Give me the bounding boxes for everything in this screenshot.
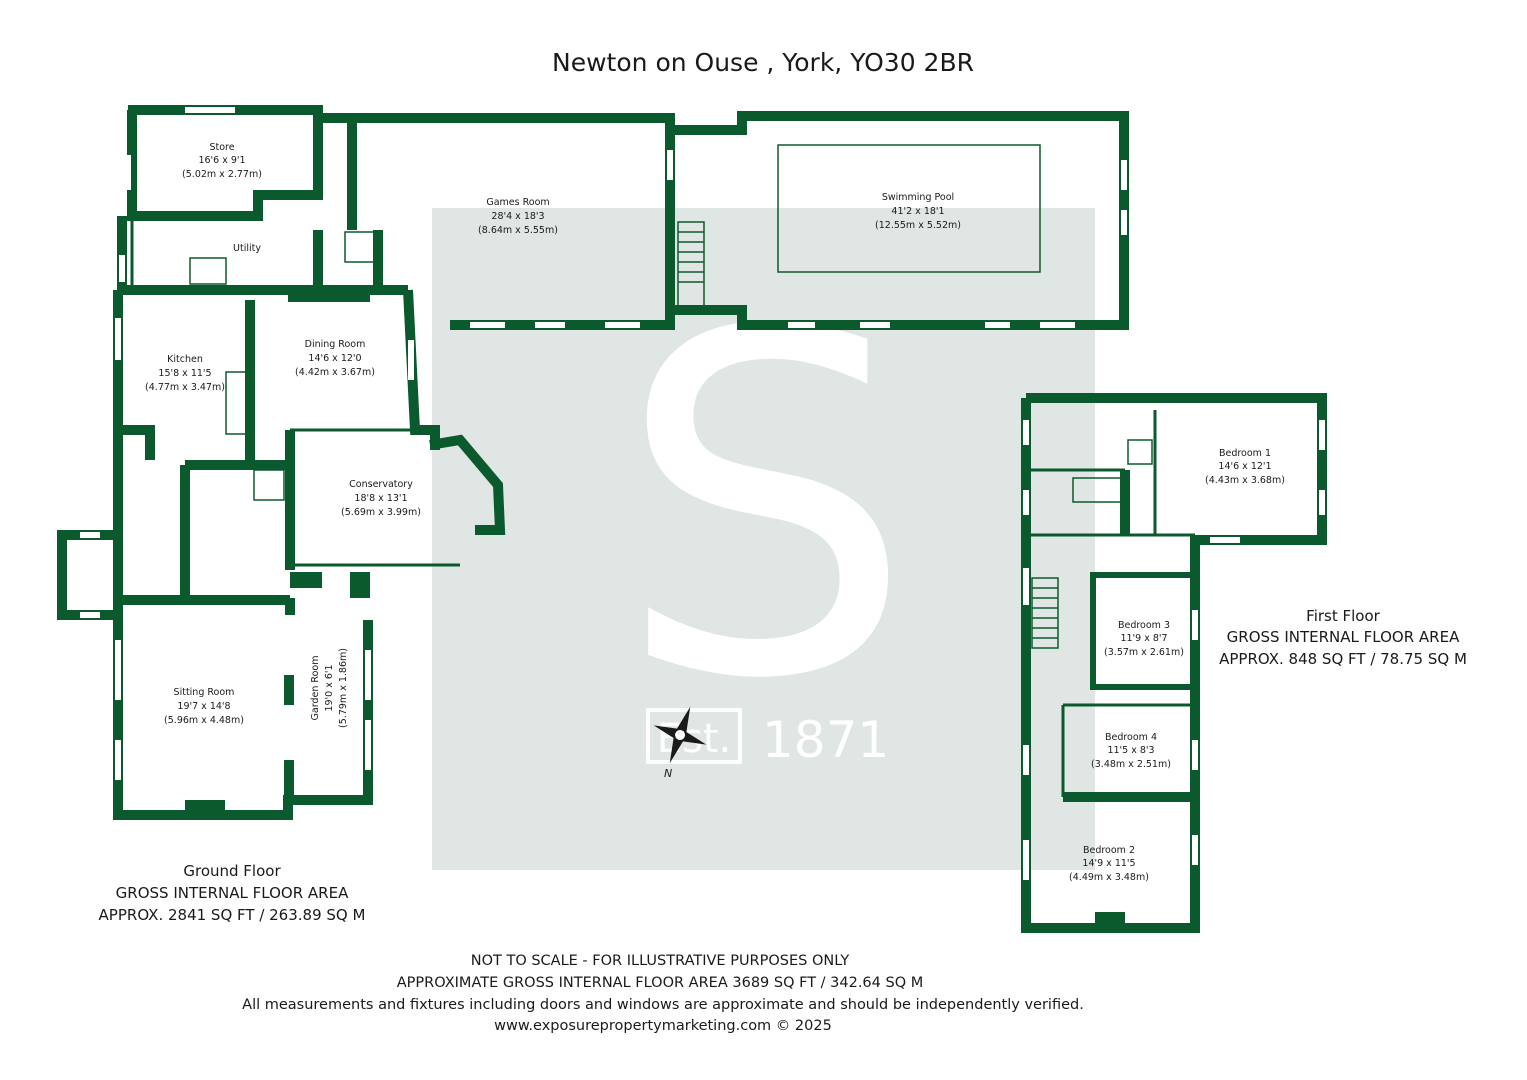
- svg-text:28'4 x 18'3: 28'4 x 18'3: [491, 211, 544, 222]
- svg-text:Bedroom 2: Bedroom 2: [1083, 845, 1135, 856]
- room-store: Store 16'6 x 9'1 (5.02m x 2.77m): [182, 142, 262, 180]
- svg-text:All measurements and fixtures: All measurements and fixtures including …: [242, 997, 1084, 1013]
- svg-text:Bedroom 3: Bedroom 3: [1118, 620, 1170, 631]
- svg-text:Sitting Room: Sitting Room: [174, 687, 235, 698]
- svg-text:18'8 x 13'1: 18'8 x 13'1: [354, 493, 407, 504]
- room-garden: Garden Room 19'0 x 6'1 (5.79m x 1.86m): [310, 648, 349, 728]
- svg-text:First Floor: First Floor: [1306, 607, 1380, 625]
- watermark-year: 1871: [762, 711, 889, 769]
- svg-text:11'5 x 8'3: 11'5 x 8'3: [1107, 745, 1154, 756]
- room-utility: Utility: [233, 243, 261, 254]
- svg-text:Kitchen: Kitchen: [167, 354, 203, 365]
- compass-icon: [653, 706, 707, 764]
- room-kitchen: Kitchen 15'8 x 11'5 (4.77m x 3.47m): [145, 354, 225, 393]
- page-title: Newton on Ouse , York, YO30 2BR: [552, 48, 974, 77]
- svg-text:(4.77m x 3.47m): (4.77m x 3.47m): [145, 382, 225, 393]
- watermark-background: [432, 208, 1095, 870]
- svg-text:Games Room: Games Room: [486, 197, 549, 208]
- svg-text:Conservatory: Conservatory: [349, 479, 413, 490]
- svg-text:Swimming Pool: Swimming Pool: [882, 192, 954, 203]
- svg-text:NOT TO SCALE - FOR ILLUSTRATIV: NOT TO SCALE - FOR ILLUSTRATIVE PURPOSES…: [471, 953, 850, 969]
- svg-text:(4.43m x 3.68m): (4.43m x 3.68m): [1205, 475, 1285, 486]
- room-games: Games Room 28'4 x 18'3 (8.64m x 5.55m): [478, 197, 558, 236]
- first-floor-plan: [1021, 393, 1327, 933]
- svg-text:Bedroom 1: Bedroom 1: [1219, 448, 1271, 459]
- svg-text:14'9 x 11'5: 14'9 x 11'5: [1082, 858, 1135, 869]
- svg-text:16'6 x 9'1: 16'6 x 9'1: [198, 155, 245, 166]
- svg-text:Store: Store: [209, 142, 234, 153]
- svg-text:APPROX. 2841 SQ FT / 263.89 SQ: APPROX. 2841 SQ FT / 263.89 SQ M: [99, 906, 366, 924]
- svg-text:(4.42m x 3.67m): (4.42m x 3.67m): [295, 367, 375, 378]
- footer-disclaimer: NOT TO SCALE - FOR ILLUSTRATIVE PURPOSES…: [242, 953, 1084, 1034]
- svg-text:(8.64m x 5.55m): (8.64m x 5.55m): [478, 225, 558, 236]
- svg-text:19'7 x 14'8: 19'7 x 14'8: [177, 701, 230, 712]
- svg-text:Ground Floor: Ground Floor: [183, 862, 281, 880]
- svg-text:Dining Room: Dining Room: [305, 339, 366, 350]
- watermark: S Est. 1871: [432, 208, 1095, 870]
- ground-floor-caption: Ground Floor GROSS INTERNAL FLOOR AREA A…: [99, 862, 366, 924]
- first-floor-caption: First Floor GROSS INTERNAL FLOOR AREA AP…: [1219, 607, 1467, 668]
- room-conservatory: Conservatory 18'8 x 13'1 (5.69m x 3.99m): [341, 479, 421, 518]
- room-bedroom-3: Bedroom 3 11'9 x 8'7 (3.57m x 2.61m): [1104, 620, 1184, 658]
- svg-text:(12.55m x 5.52m): (12.55m x 5.52m): [875, 220, 961, 231]
- room-bedroom-4: Bedroom 4 11'5 x 8'3 (3.48m x 2.51m): [1091, 732, 1171, 770]
- room-bedroom-2: Bedroom 2 14'9 x 11'5 (4.49m x 3.48m): [1069, 845, 1149, 883]
- room-dining: Dining Room 14'6 x 12'0 (4.42m x 3.67m): [295, 339, 375, 378]
- svg-text:Bedroom 4: Bedroom 4: [1105, 732, 1157, 743]
- compass-north-label: N: [664, 767, 672, 780]
- ground-floor-plan: [57, 105, 1129, 820]
- svg-text:www.exposurepropertymarketing.: www.exposurepropertymarketing.com © 2025: [494, 1018, 832, 1034]
- svg-text:(5.79m x 1.86m): (5.79m x 1.86m): [338, 648, 349, 728]
- svg-text:14'6 x 12'0: 14'6 x 12'0: [308, 353, 361, 364]
- svg-text:Utility: Utility: [233, 243, 261, 254]
- watermark-letter: S: [616, 234, 914, 781]
- room-sitting: Sitting Room 19'7 x 14'8 (5.96m x 4.48m): [164, 687, 244, 726]
- room-pool: Swimming Pool 41'2 x 18'1 (12.55m x 5.52…: [875, 192, 961, 231]
- svg-text:(3.57m x 2.61m): (3.57m x 2.61m): [1104, 647, 1184, 658]
- svg-text:41'2 x 18'1: 41'2 x 18'1: [891, 206, 944, 217]
- svg-text:19'0 x 6'1: 19'0 x 6'1: [324, 664, 335, 711]
- svg-text:(3.48m x 2.51m): (3.48m x 2.51m): [1091, 759, 1171, 770]
- svg-text:GROSS INTERNAL FLOOR AREA: GROSS INTERNAL FLOOR AREA: [1227, 628, 1460, 646]
- stairs-ground: [677, 221, 705, 309]
- svg-text:(5.02m x 2.77m): (5.02m x 2.77m): [182, 169, 262, 180]
- room-bedroom-1: Bedroom 1 14'6 x 12'1 (4.43m x 3.68m): [1205, 448, 1285, 486]
- svg-text:GROSS INTERNAL FLOOR AREA: GROSS INTERNAL FLOOR AREA: [116, 884, 349, 902]
- svg-text:11'9 x 8'7: 11'9 x 8'7: [1120, 633, 1167, 644]
- svg-text:(5.69m x 3.99m): (5.69m x 3.99m): [341, 507, 421, 518]
- svg-text:14'6 x 12'1: 14'6 x 12'1: [1218, 461, 1271, 472]
- watermark-est-box: [646, 708, 742, 764]
- svg-text:15'8 x 11'5: 15'8 x 11'5: [158, 368, 211, 379]
- svg-text:(5.96m x 4.48m): (5.96m x 4.48m): [164, 715, 244, 726]
- svg-text:Garden Room: Garden Room: [310, 656, 321, 721]
- svg-text:APPROX. 848 SQ FT / 78.75 SQ M: APPROX. 848 SQ FT / 78.75 SQ M: [1219, 650, 1467, 668]
- stairs-first: [1031, 577, 1059, 649]
- svg-text:(4.49m x 3.48m): (4.49m x 3.48m): [1069, 872, 1149, 883]
- svg-text:APPROXIMATE GROSS INTERNAL FLO: APPROXIMATE GROSS INTERNAL FLOOR AREA 36…: [397, 975, 923, 991]
